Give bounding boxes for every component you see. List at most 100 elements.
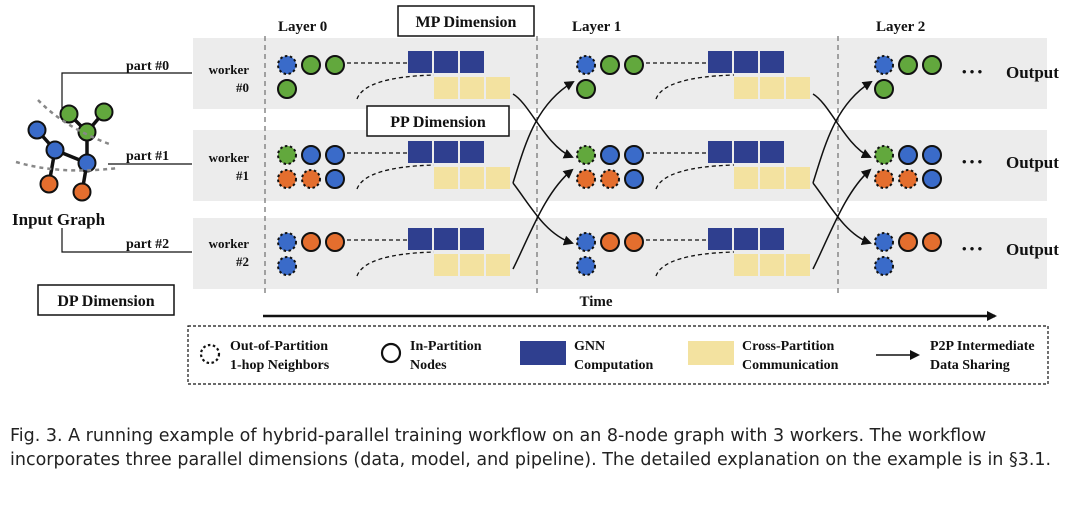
cross-partition-communication-block [486, 77, 510, 99]
worker-rows: • • •Output• • •Output• • •Output [277, 51, 1059, 277]
figure-caption: Fig. 3. A running example of hybrid-para… [10, 426, 1052, 470]
node-blue-out-of-partition [277, 256, 297, 276]
pp-dimension-label: PP Dimension [390, 114, 486, 131]
node-green-out-of-partition [576, 145, 596, 165]
p2p-arrow-l0-w1-to-l1-w0 [512, 80, 575, 184]
gnn-computation-block [460, 51, 484, 73]
dp-dimension-box [37, 284, 175, 316]
cross-partition-communication-block [786, 167, 810, 189]
node-blue-out-of-partition [874, 232, 894, 252]
node-blue-in-partition [922, 169, 942, 189]
workflow-diagram: Layer 0 Layer 1 Layer 2 MP Dimension Inp… [12, 5, 1059, 385]
cross-partition-communication-block [760, 167, 784, 189]
gnn-computation-block [760, 228, 784, 250]
legend-comm-swatch [688, 341, 734, 365]
node-green-in-partition [277, 79, 297, 99]
input-graph-label: Input Graph [12, 210, 106, 229]
node-blue-in-partition [624, 169, 644, 189]
cross-partition-communication-block [734, 167, 758, 189]
part-label-2: part #2 [126, 237, 169, 252]
data-flow-curve [356, 74, 435, 100]
output-label: Output [1006, 63, 1059, 82]
worker-label-0: worker#0 [209, 62, 250, 95]
node-green-in-partition [898, 55, 918, 75]
gnn-computation-block [408, 228, 432, 250]
worker-label-2: worker#2 [209, 236, 250, 269]
node-orange-out-of-partition [277, 169, 297, 189]
node-orange-out-of-partition [898, 169, 918, 189]
node-blue-out-of-partition [277, 232, 297, 252]
node-blue-in-partition [922, 145, 942, 165]
cross-partition-communication-block [460, 167, 484, 189]
ellipsis-marker: • • • [962, 241, 983, 256]
gnn-computation-block [708, 51, 732, 73]
gnn-computation-block [734, 141, 758, 163]
node-green-in-partition [301, 55, 321, 75]
p2p-arrows [512, 80, 873, 270]
node-orange-in-partition [600, 232, 620, 252]
dp-dimension-label: DP Dimension [57, 293, 154, 310]
node-green-in-partition [600, 55, 620, 75]
node-blue-in-partition [600, 145, 620, 165]
node-blue-out-of-partition [874, 256, 894, 276]
node-orange-in-partition [624, 232, 644, 252]
gnn-computation-block [434, 51, 458, 73]
node-blue-out-of-partition [576, 55, 596, 75]
node-green-in-partition [874, 79, 894, 99]
gnn-computation-block [760, 141, 784, 163]
node-green-out-of-partition [874, 145, 894, 165]
data-flow-curve [655, 164, 735, 190]
node-orange-in-partition [325, 232, 345, 252]
partition-connectors [61, 72, 192, 253]
worker-band-0 [193, 38, 1047, 109]
gnn-computation-block [408, 141, 432, 163]
cross-partition-communication-block [434, 254, 458, 276]
node-orange-out-of-partition [874, 169, 894, 189]
output-label: Output [1006, 240, 1059, 259]
ellipsis-marker: • • • [962, 154, 983, 169]
node-blue-in-partition [624, 145, 644, 165]
gnn-computation-block [434, 228, 458, 250]
input-graph [15, 99, 119, 202]
mp-dimension-label: MP Dimension [416, 14, 517, 31]
p2p-arrow-l1-w2-to-l2-w1 [812, 168, 872, 270]
node-orange-in-partition [898, 232, 918, 252]
node-orange-out-of-partition [600, 169, 620, 189]
cross-partition-communication-block [760, 77, 784, 99]
part-label-1: part #1 [126, 149, 169, 164]
gnn-computation-block [434, 141, 458, 163]
part-label-0: part #0 [126, 59, 169, 74]
cross-partition-communication-block [734, 77, 758, 99]
cross-partition-communication-block [786, 77, 810, 99]
p2p-arrow-l1-w1-to-l2-w0 [812, 80, 873, 184]
cross-partition-communication-block [734, 254, 758, 276]
cross-partition-communication-block [486, 254, 510, 276]
node-orange-in-partition [922, 232, 942, 252]
p2p-arrow-l1-w1-to-l2-w2 [812, 182, 872, 245]
p2p-arrow-l0-w0-to-l1-w1 [512, 93, 574, 159]
p2p-arrow-l0-w1-to-l1-w2 [512, 182, 574, 246]
cross-partition-communication-block [434, 167, 458, 189]
node-green-in-partition [922, 55, 942, 75]
worker-label-1: worker#1 [209, 150, 250, 183]
cross-partition-communication-block [786, 254, 810, 276]
data-flow-curve [356, 251, 435, 277]
gnn-computation-block [708, 141, 732, 163]
layer-label-2: Layer 2 [876, 19, 925, 35]
node-blue-in-partition [898, 145, 918, 165]
cross-partition-communication-block [460, 254, 484, 276]
gnn-computation-block [460, 141, 484, 163]
legend-gnn-swatch [520, 341, 566, 365]
node-orange-in-partition [301, 232, 321, 252]
gnn-computation-block [708, 228, 732, 250]
gnn-computation-block [734, 228, 758, 250]
mp-dimension-box [397, 5, 535, 37]
gnn-computation-block [760, 51, 784, 73]
p2p-arrow-l0-w2-to-l1-w1 [512, 168, 574, 270]
time-label: Time [579, 294, 612, 310]
legend-in-partition-swatch [380, 342, 402, 364]
layer-label-0: Layer 0 [278, 19, 327, 35]
